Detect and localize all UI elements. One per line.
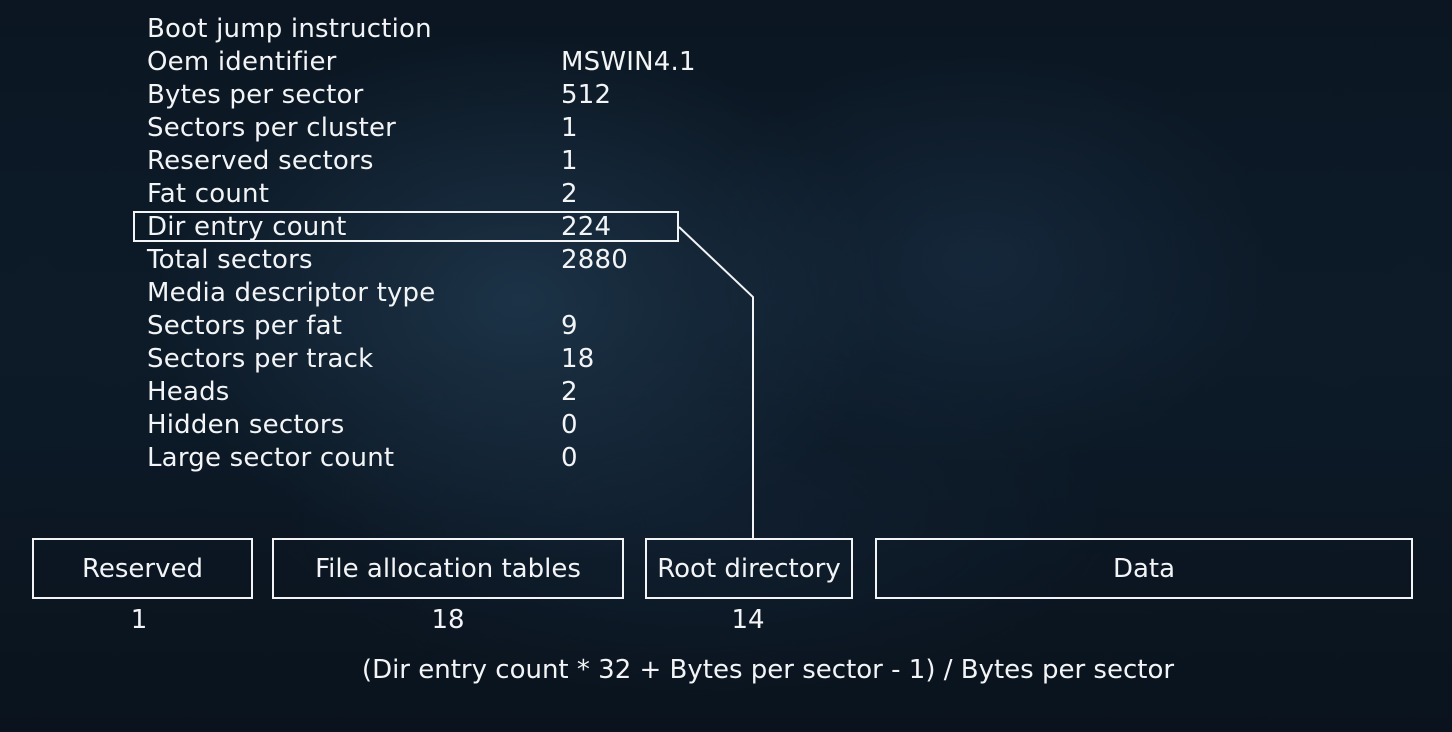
field-label: Hidden sectors xyxy=(147,410,345,440)
field-row-oem-identifier: Oem identifier MSWIN4.1 xyxy=(0,46,760,79)
field-value: 2 xyxy=(561,179,578,209)
field-label: Large sector count xyxy=(147,443,395,473)
field-row-sectors-per-cluster: Sectors per cluster 1 xyxy=(0,112,760,145)
field-row-large-sector-count: Large sector count 0 xyxy=(0,442,760,475)
region-size-reserved: 1 xyxy=(130,605,148,635)
field-value: 2 xyxy=(561,377,578,407)
field-label: Heads xyxy=(147,377,230,407)
field-value: 0 xyxy=(561,443,578,473)
root-directory-size-formula: (Dir entry count * 32 + Bytes per sector… xyxy=(361,655,1175,685)
field-label: Boot jump instruction xyxy=(147,14,432,44)
field-row-fat-count: Fat count 2 xyxy=(0,178,760,211)
region-data: Data xyxy=(875,538,1413,599)
region-root-directory: Root directory xyxy=(645,538,853,599)
field-value: 18 xyxy=(561,344,595,374)
region-label: Root directory xyxy=(657,553,841,584)
dir-entry-count-highlight-box xyxy=(133,211,679,242)
field-row-dir-entry-count: Dir entry count 224 xyxy=(0,211,760,244)
region-size-root-directory: 14 xyxy=(731,605,765,635)
field-label: Bytes per sector xyxy=(147,80,364,110)
field-label: Total sectors xyxy=(147,245,313,275)
field-row-boot-jump-instruction: Boot jump instruction xyxy=(0,13,760,46)
region-reserved: Reserved xyxy=(32,538,253,599)
field-label: Reserved sectors xyxy=(147,146,374,176)
field-label: Sectors per fat xyxy=(147,311,343,341)
field-value: 0 xyxy=(561,410,578,440)
field-label: Sectors per track xyxy=(147,344,374,374)
region-label: Reserved xyxy=(81,553,203,584)
region-label: File allocation tables xyxy=(315,553,581,584)
field-value: 1 xyxy=(561,146,578,176)
field-value: 224 xyxy=(561,212,612,242)
field-row-total-sectors: Total sectors 2880 xyxy=(0,244,760,277)
region-label: Data xyxy=(1112,553,1176,584)
field-value: 512 xyxy=(561,80,612,110)
field-row-sectors-per-fat: Sectors per fat 9 xyxy=(0,310,760,343)
field-value: MSWIN4.1 xyxy=(561,47,696,77)
field-row-bytes-per-sector: Bytes per sector 512 xyxy=(0,79,760,112)
field-value: 2880 xyxy=(561,245,628,275)
field-label: Media descriptor type xyxy=(147,278,436,308)
field-label: Dir entry count xyxy=(147,212,347,242)
field-value: 9 xyxy=(561,311,578,341)
region-file-allocation-tables: File allocation tables xyxy=(272,538,624,599)
field-label: Oem identifier xyxy=(147,47,337,77)
field-label: Sectors per cluster xyxy=(147,113,397,143)
field-row-reserved-sectors: Reserved sectors 1 xyxy=(0,145,760,178)
field-row-heads: Heads 2 xyxy=(0,376,760,409)
field-row-hidden-sectors: Hidden sectors 0 xyxy=(0,409,760,442)
boot-sector-field-list: Boot jump instruction Oem identifier MSW… xyxy=(0,0,760,480)
region-size-file-allocation-tables: 18 xyxy=(431,605,465,635)
field-row-sectors-per-track: Sectors per track 18 xyxy=(0,343,760,376)
field-value: 1 xyxy=(561,113,578,143)
field-label: Fat count xyxy=(147,179,270,209)
field-row-media-descriptor-type: Media descriptor type xyxy=(0,277,760,310)
